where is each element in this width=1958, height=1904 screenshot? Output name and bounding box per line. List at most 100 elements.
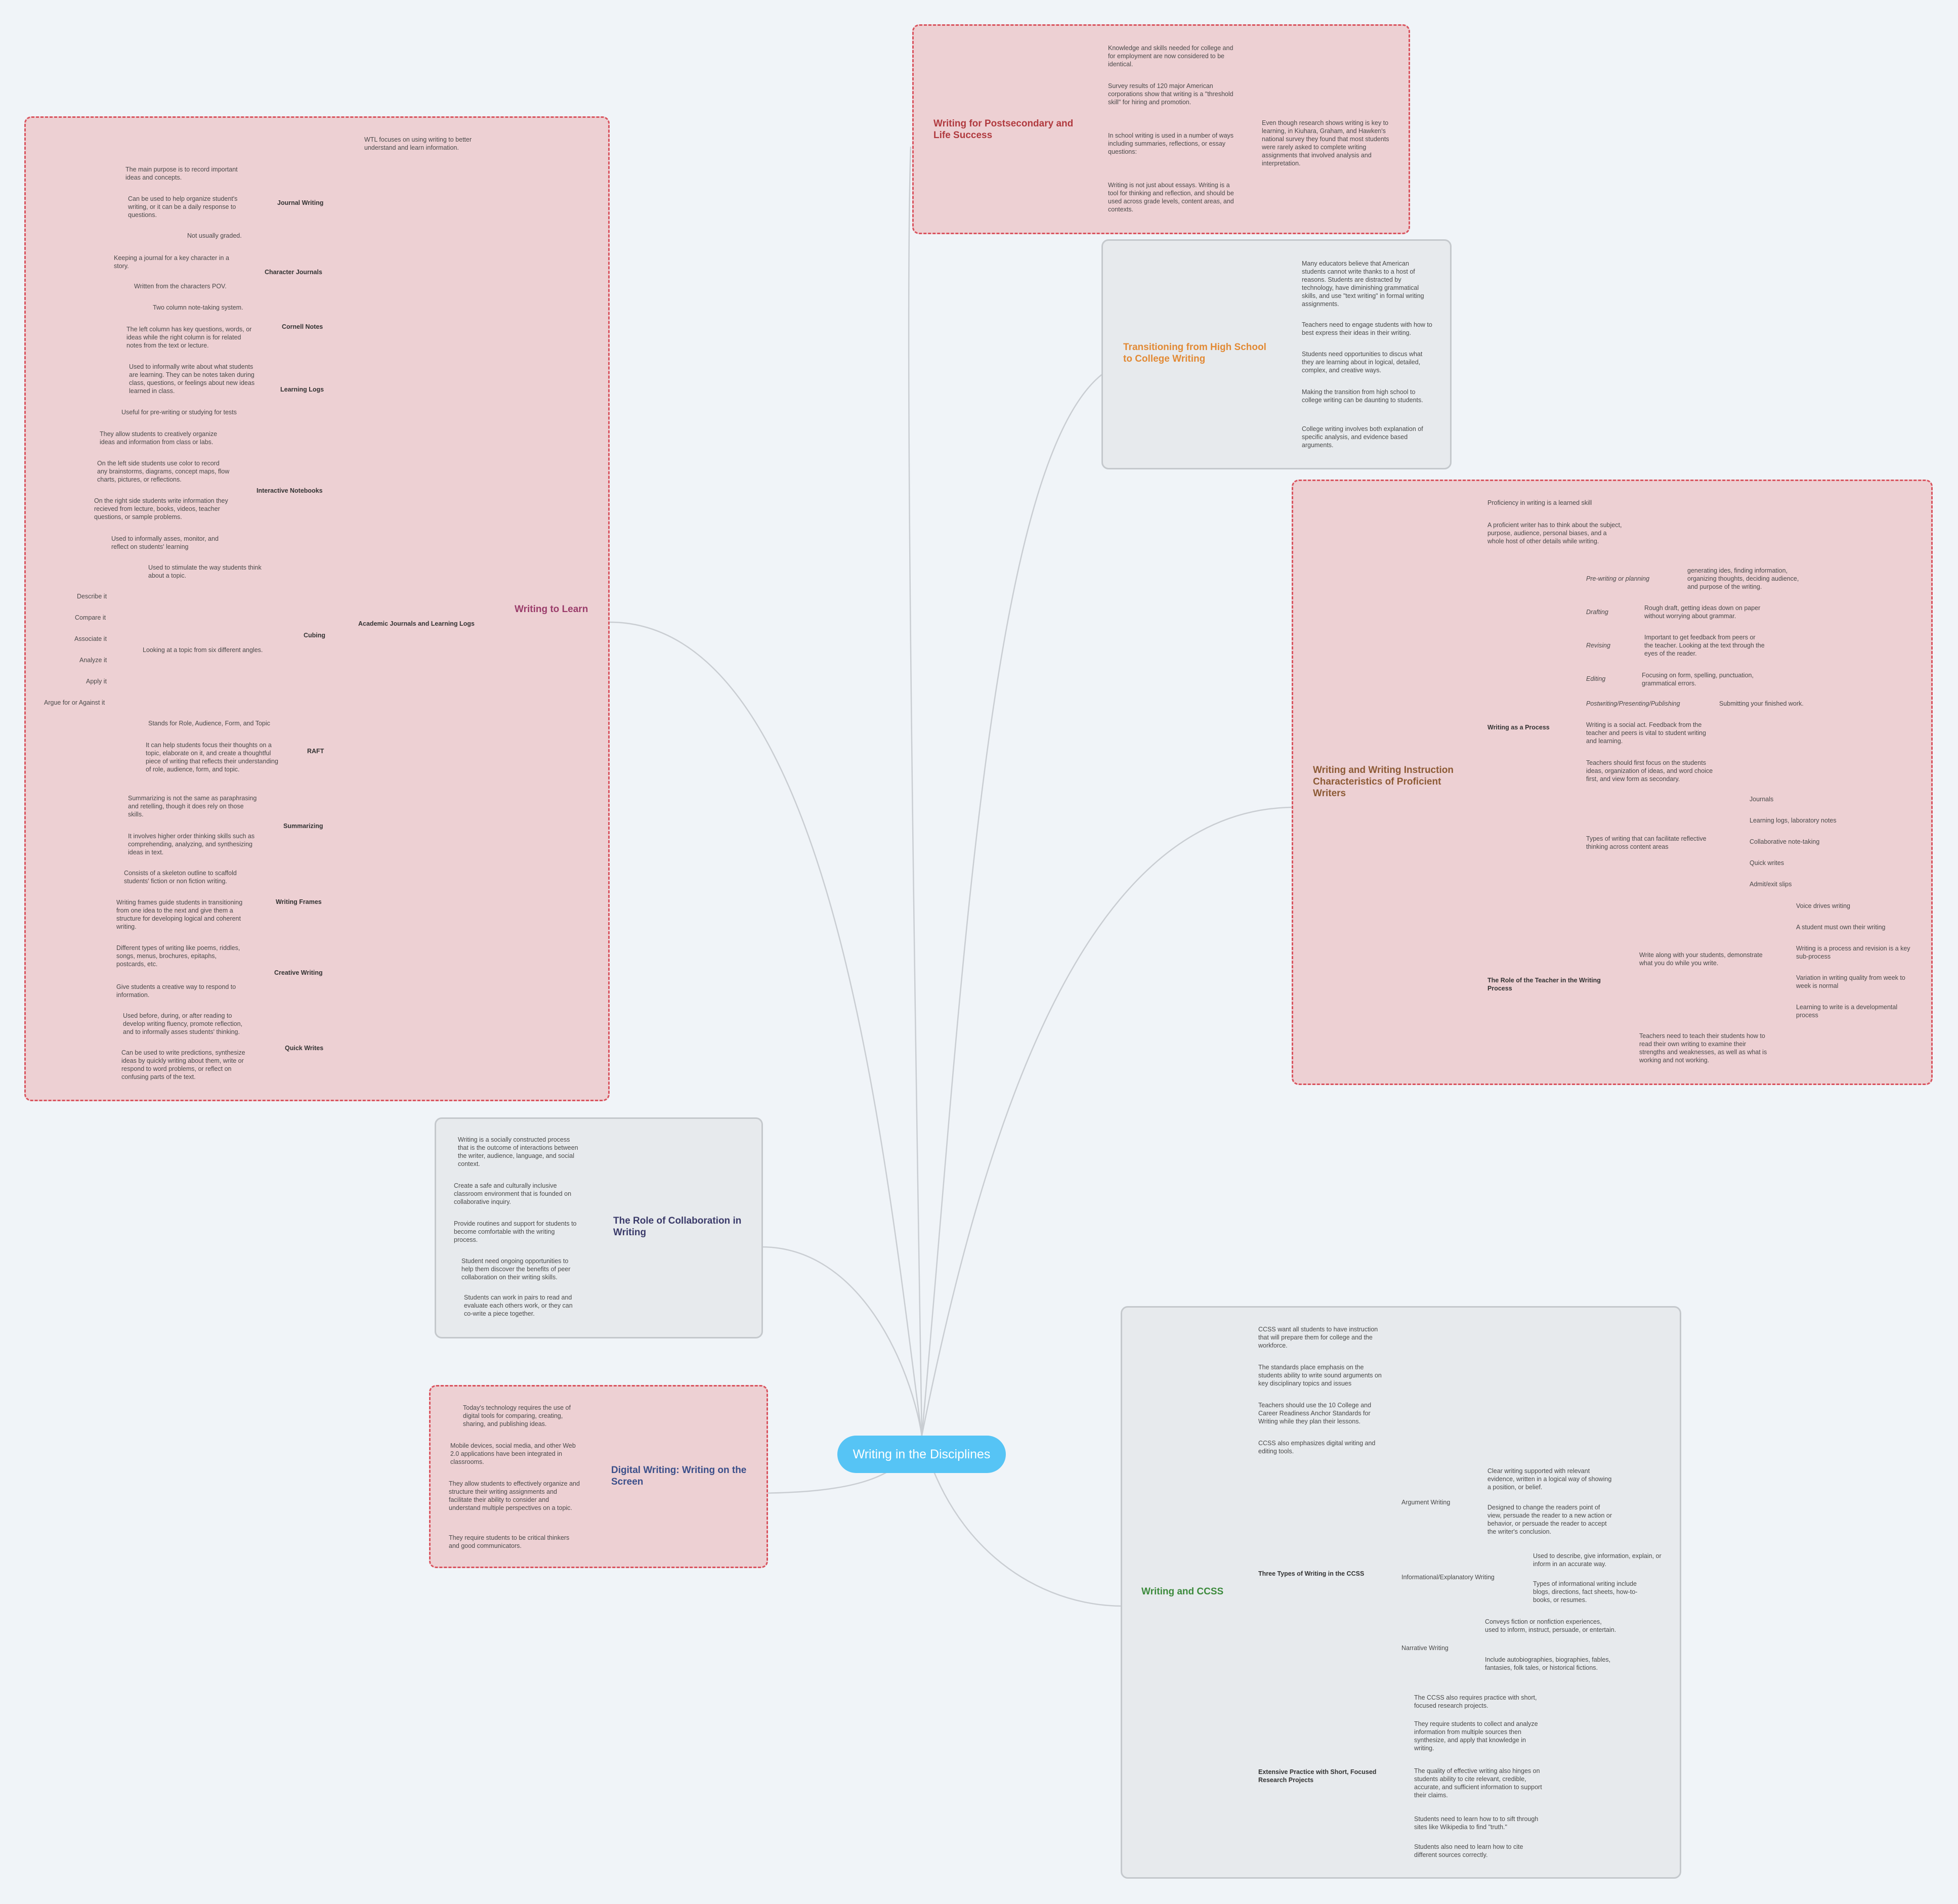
teachers-read: Teachers need to teach their students ho… xyxy=(1639,1032,1767,1064)
types-label: Types of writing that can facilitate ref… xyxy=(1586,835,1707,850)
ccss-item-1: CCSS want all students to have instructi… xyxy=(1258,1326,1378,1349)
stage-editing: Editing xyxy=(1586,675,1606,682)
ccss-item-3: Teachers should use the 10 College and C… xyxy=(1258,1402,1372,1425)
digital-item-4: They require students to be critical thi… xyxy=(449,1534,570,1549)
link-root-postsecondary xyxy=(908,146,923,1436)
type-logs: Learning logs, laboratory notes xyxy=(1750,817,1837,824)
quick-writes-label[interactable]: Quick Writes xyxy=(285,1045,324,1052)
journal-writing-3: Not usually graded. xyxy=(187,232,242,239)
creative-2: Give students a creative way to respond … xyxy=(116,983,236,999)
write-along-3: Writing is a process and revision is a k… xyxy=(1796,945,1910,960)
collab-title[interactable]: The Role of Collaboration in Writing xyxy=(613,1216,742,1238)
postsecondary-item-4: Writing is not just about essays. Writin… xyxy=(1108,182,1234,213)
notebooks-4: Used to informally asses, monitor, and r… xyxy=(111,535,219,550)
narrative-2: Include autobiographies, biographies, fa… xyxy=(1485,1656,1611,1671)
root-node[interactable]: Writing in the Disciplines xyxy=(837,1436,1006,1473)
collab-item-1: Writing is a socially constructed proces… xyxy=(458,1136,578,1167)
creative-writing-label[interactable]: Creative Writing xyxy=(274,969,323,976)
journal-writing-2: Can be used to help organize student's w… xyxy=(128,195,238,219)
frames-1: Consists of a skeleton outline to scaffo… xyxy=(124,870,237,885)
journal-writing-1: The main purpose is to record important … xyxy=(125,166,238,181)
digital-title[interactable]: Digital Writing: Writing on the Screen xyxy=(611,1465,747,1487)
link-root-ccss xyxy=(921,1435,1124,1607)
link-root-wtl xyxy=(609,621,923,1436)
cornell-2: The left column has key questions, words… xyxy=(126,326,252,349)
logs-1: Used to informally write about what stud… xyxy=(129,363,255,395)
cubing-label[interactable]: Cubing xyxy=(304,632,326,639)
cubing-associate: Associate it xyxy=(74,635,107,642)
transition-panel xyxy=(1101,239,1452,469)
logs-2: Useful for pre-writing or studying for t… xyxy=(121,409,237,416)
proficient-title[interactable]: Writing and Writing Instruction Characte… xyxy=(1313,765,1454,799)
extensive-5: Students also need to learn how to cite … xyxy=(1414,1843,1523,1858)
process-label[interactable]: Writing as a Process xyxy=(1487,724,1550,731)
summarizing-1: Summarizing is not the same as paraphras… xyxy=(128,795,257,818)
cubing-apply: Apply it xyxy=(86,678,107,685)
quick-2: Can be used to write predictions, synthe… xyxy=(121,1049,245,1080)
stage-publishing-detail: Submitting your finished work. xyxy=(1719,700,1804,707)
creative-1: Different types of writing like poems, r… xyxy=(116,944,240,968)
stage-revising-detail: Important to get feedback from peers or … xyxy=(1644,634,1765,657)
cornell-notes-label[interactable]: Cornell Notes xyxy=(282,323,323,330)
learning-logs-label[interactable]: Learning Logs xyxy=(280,386,324,393)
journals-logs-label[interactable]: Academic Journals and Learning Logs xyxy=(358,620,475,627)
stage-editing-detail: Focusing on form, spelling, punctuation,… xyxy=(1642,672,1754,687)
focus-ideas: Teachers should first focus on the stude… xyxy=(1586,759,1713,783)
transition-item-5: College writing involves both explanatio… xyxy=(1302,425,1423,449)
argument-1: Clear writing supported with relevant ev… xyxy=(1487,1467,1612,1491)
write-along-1: Voice drives writing xyxy=(1796,902,1850,910)
character-journals-label[interactable]: Character Journals xyxy=(265,269,322,276)
ccss-item-4: CCSS also emphasizes digital writing and… xyxy=(1258,1440,1376,1455)
cubing-analyze: Analyze it xyxy=(79,657,107,664)
collab-item-3: Provide routines and support for student… xyxy=(454,1220,577,1243)
cubing-angles: Looking at a topic from six different an… xyxy=(143,646,263,654)
summarizing-label[interactable]: Summarizing xyxy=(283,823,323,830)
ccss-panel xyxy=(1121,1306,1681,1879)
narrative-1: Conveys fiction or nonfiction experience… xyxy=(1485,1618,1616,1633)
extensive-label[interactable]: Extensive Practice with Short, Focused R… xyxy=(1258,1768,1377,1784)
journal-writing-label[interactable]: Journal Writing xyxy=(277,199,324,206)
postsecondary-title[interactable]: Writing for Postsecondary and Life Succe… xyxy=(933,118,1074,141)
stage-publishing: Postwriting/Presenting/Publishing xyxy=(1586,700,1680,707)
digital-item-1: Today's technology requires the use of d… xyxy=(463,1404,571,1427)
raft-label[interactable]: RAFT xyxy=(307,748,324,755)
type-journals: Journals xyxy=(1750,796,1774,803)
extensive-3: The quality of effective writing also hi… xyxy=(1414,1767,1542,1799)
transition-title[interactable]: Transitioning from High School to Colleg… xyxy=(1123,342,1266,364)
type-quick-writes: Quick writes xyxy=(1750,859,1784,867)
postsecondary-item-3: In school writing is used in a number of… xyxy=(1108,132,1234,155)
writing-frames-label[interactable]: Writing Frames xyxy=(276,898,322,905)
postsecondary-item-2: Survey results of 120 major American cor… xyxy=(1108,82,1233,106)
link-root-transition xyxy=(921,371,1106,1436)
cornell-1: Two column note-taking system. xyxy=(153,304,243,311)
proficient-panel xyxy=(1292,480,1933,1085)
collab-item-4: Student need ongoing opportunities to he… xyxy=(461,1258,571,1281)
link-root-proficient xyxy=(921,806,1293,1436)
raft-2: It can help students focus their thought… xyxy=(146,742,278,773)
ccss-title[interactable]: Writing and CCSS xyxy=(1141,1586,1224,1597)
character-1: Keeping a journal for a key character in… xyxy=(114,254,229,270)
stage-drafting-detail: Rough draft, getting ideas down on paper… xyxy=(1644,604,1761,620)
notebooks-label[interactable]: Interactive Notebooks xyxy=(257,487,323,494)
extensive-4: Students need to learn how to to sift th… xyxy=(1414,1815,1539,1831)
postsecondary-item-1: Knowledge and skills needed for college … xyxy=(1108,45,1233,68)
wtl-title[interactable]: Writing to Learn xyxy=(515,604,588,615)
wtl-intro: WTL focuses on using writing to better u… xyxy=(364,136,472,151)
summarizing-2: It involves higher order thinking skills… xyxy=(128,833,255,856)
ccss-item-2: The standards place emphasis on the stud… xyxy=(1258,1364,1382,1387)
character-2: Written from the characters POV. xyxy=(134,283,227,290)
notebooks-2: On the left side students use color to r… xyxy=(97,460,230,483)
collab-item-5: Students can work in pairs to read and e… xyxy=(464,1294,573,1317)
three-types-label[interactable]: Three Types of Writing in the CCSS xyxy=(1258,1570,1365,1577)
transition-item-4: Making the transition from high school t… xyxy=(1302,388,1423,404)
argument-label: Argument Writing xyxy=(1401,1499,1451,1506)
digital-item-3: They allow students to effectively organ… xyxy=(449,1480,580,1511)
collab-item-2: Create a safe and culturally inclusive c… xyxy=(454,1182,572,1205)
type-admit-exit: Admit/exit slips xyxy=(1750,881,1792,888)
argument-2: Designed to change the readers point of … xyxy=(1487,1504,1612,1535)
narrative-label: Narrative Writing xyxy=(1401,1645,1449,1652)
quick-1: Used before, during, or after reading to… xyxy=(123,1012,242,1035)
type-collab-notes: Collaborative note-taking xyxy=(1750,838,1820,845)
write-along-2: A student must own their writing xyxy=(1796,924,1886,931)
teacher-role-label[interactable]: The Role of the Teacher in the Writing P… xyxy=(1487,977,1601,992)
